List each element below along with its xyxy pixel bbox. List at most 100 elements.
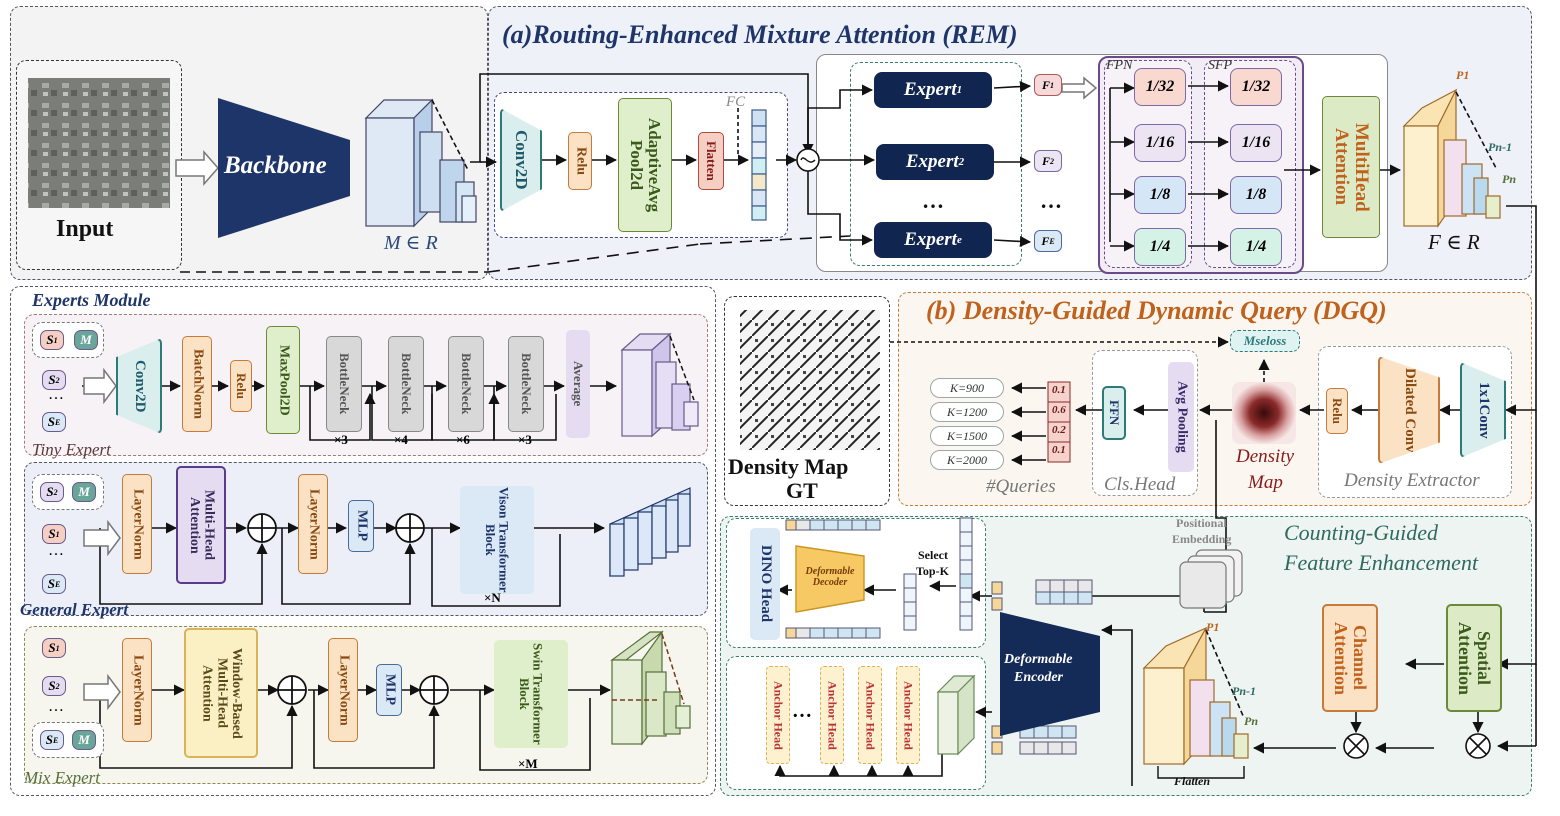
mix-se-label: S xyxy=(45,732,53,747)
tiny-mult-2: ×4 xyxy=(394,432,408,447)
expert-1-sub: 1 xyxy=(956,84,963,96)
spatial-attention-block: Spatial Attention xyxy=(1446,604,1502,712)
anchor-head-4: Anchor Head xyxy=(896,666,920,764)
input-label: Input xyxy=(56,216,114,242)
general-s1-label: S xyxy=(48,526,56,541)
tiny-mult-1: ×3 xyxy=(334,432,348,447)
pn-label: Pn xyxy=(1502,172,1517,186)
general-times: ×N xyxy=(484,590,501,605)
k-2000: K=2000 xyxy=(930,450,1004,470)
tiny-bottleneck-3: BottleNeck xyxy=(448,336,484,432)
tiny-m-chip: M xyxy=(74,330,98,350)
general-expert-title: General Expert xyxy=(20,600,129,619)
density-gt-label-1: Density Map xyxy=(728,454,849,479)
tiny-s2-sub: 2 xyxy=(55,375,60,385)
k-1200: K=1200 xyxy=(930,402,1004,422)
tiny-s2-label: S xyxy=(48,372,56,387)
prob-1: 0.1 xyxy=(1052,384,1066,396)
cgfe-pn-label: Pn xyxy=(1244,714,1259,728)
f2-sub: 2 xyxy=(1050,156,1054,166)
density-map-image xyxy=(1232,382,1296,444)
dgq-relu: Relu xyxy=(1326,388,1348,434)
cgfe-title-line1: Counting-Guided xyxy=(1284,520,1438,545)
dino-head-block: DINO Head xyxy=(750,528,780,640)
multihead-attention-block: MultiHead Attention xyxy=(1322,96,1380,238)
general-vit-block: Vison Transformer Block xyxy=(460,486,534,594)
tiny-se-label: S xyxy=(47,414,55,429)
general-m-chip: M xyxy=(72,482,96,502)
tiny-bottleneck-4: BottleNeck xyxy=(508,336,544,432)
tiny-s1-sub: 1 xyxy=(53,335,58,345)
tiny-maxpool: MaxPool2D xyxy=(266,326,300,434)
k-900: K=900 xyxy=(930,378,1004,398)
backbone-label: Backbone xyxy=(224,152,327,179)
general-dots: … xyxy=(48,542,64,559)
positional-embedding-label-1: Positional xyxy=(1176,516,1227,530)
mseloss-chip: Mseloss xyxy=(1230,330,1300,352)
mix-m-chip: M xyxy=(72,730,96,750)
tiny-bottleneck-1: BottleNeck xyxy=(326,336,362,432)
general-se-sub: E xyxy=(54,579,61,589)
ffn-block: FFN xyxy=(1102,386,1126,440)
mix-mlp: MLP xyxy=(376,664,402,716)
mix-expert-title: Mix Expert xyxy=(24,768,100,787)
prob-2: 0.6 xyxy=(1052,404,1066,416)
fpn-level-1-8: 1/8 xyxy=(1134,176,1186,214)
positional-embedding-label-2: Embedding xyxy=(1172,532,1232,546)
decoder-shape xyxy=(795,545,865,613)
general-se-label: S xyxy=(47,576,55,591)
expert-2-sub: 2 xyxy=(958,156,965,168)
prob-3: 0.2 xyxy=(1052,424,1066,436)
expert-e-label: Expert xyxy=(904,229,957,250)
cgfe-flatten-label: Flatten xyxy=(1174,774,1211,788)
deformable-encoder-label-2: Encoder xyxy=(1014,670,1063,685)
f-dots: … xyxy=(1040,188,1062,213)
density-gt-label-2: GT xyxy=(786,478,818,503)
tiny-dots: … xyxy=(48,386,64,403)
general-layernorm-2: LayerNorm xyxy=(298,474,328,574)
f2-label: F xyxy=(1041,153,1050,168)
cgfe-title-line2: Feature Enhancement xyxy=(1284,550,1479,575)
sfp-level-1-4: 1/4 xyxy=(1230,228,1282,266)
tiny-s1-label: S xyxy=(46,332,54,347)
fc-label: FC xyxy=(726,94,746,110)
tiny-se-sub: E xyxy=(54,417,61,427)
encoder-shape xyxy=(1000,612,1100,736)
f1-sub: 1 xyxy=(1050,80,1054,90)
backbone-shape xyxy=(218,98,350,238)
router-flatten: Flatten xyxy=(698,132,724,190)
sfp-level-1-16: 1/16 xyxy=(1230,124,1282,162)
general-layernorm-1: LayerNorm xyxy=(122,474,152,574)
anchor-head-2: Anchor Head xyxy=(820,666,844,764)
expert-1-label: Expert xyxy=(903,79,957,100)
general-s2-label: S xyxy=(46,484,54,499)
mix-swin-block: Swin Transformer Block xyxy=(494,640,568,748)
f1-label: F xyxy=(1041,77,1050,92)
fe-label: F xyxy=(1041,233,1050,248)
mix-dots: … xyxy=(48,698,64,715)
density-map-label-2: Map xyxy=(1248,472,1283,493)
fpn-level-1-4: 1/4 xyxy=(1134,228,1186,266)
tiny-average: Average xyxy=(566,330,590,438)
experts-module-title: Experts Module xyxy=(32,290,151,310)
tiny-bottleneck-2: BottleNeck xyxy=(388,336,424,432)
mix-layernorm-1: LayerNorm xyxy=(122,638,152,742)
deformable-encoder-label-1: Deformable xyxy=(1004,652,1073,667)
density-gt-image xyxy=(740,310,880,450)
extractor-label: Density Extractor xyxy=(1344,470,1480,491)
k-1500: K=1500 xyxy=(930,426,1004,446)
m-dimension-label: M ∈ R xyxy=(384,232,438,254)
mix-layernorm-2: LayerNorm xyxy=(328,638,358,742)
anchor-dots: … xyxy=(792,700,812,722)
